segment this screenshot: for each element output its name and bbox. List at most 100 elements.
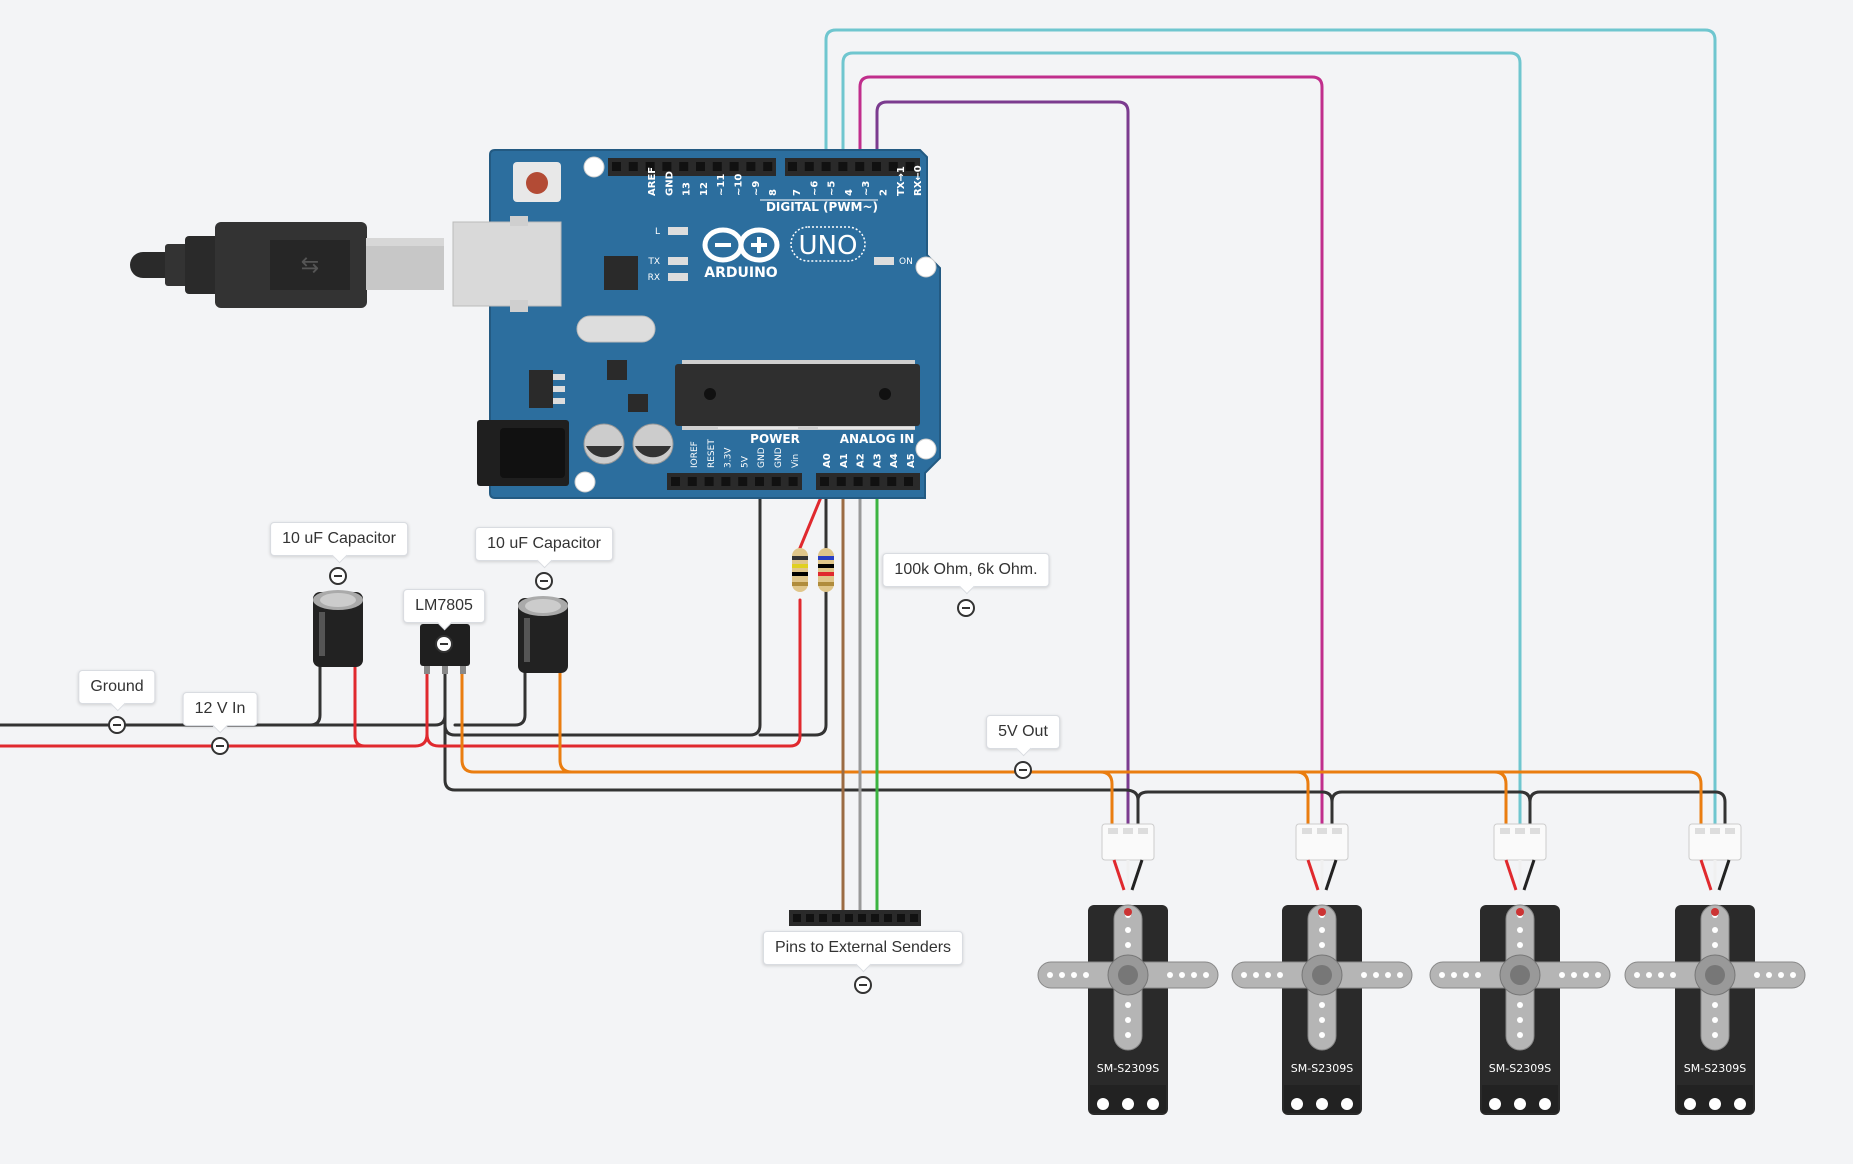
digital-pin-label: ~6 — [809, 181, 820, 196]
digital-pin-label: 12 — [699, 182, 710, 196]
capacitor-2[interactable] — [518, 596, 568, 673]
analog-pin-label: A0 — [822, 453, 833, 468]
note-ground[interactable]: Ground — [78, 670, 156, 704]
atmega-chip — [675, 364, 920, 426]
arduino-logo-icon — [702, 227, 780, 263]
wire-5v-cap2[interactable] — [558, 663, 574, 774]
wire-5v-servo4[interactable] — [1492, 770, 1703, 827]
servo-motor[interactable]: SM-S2309S — [1429, 823, 1611, 1115]
note-resistors[interactable]: 100k Ohm, 6k Ohm. — [882, 553, 1050, 587]
note-cap2[interactable]: 10 uF Capacitor — [475, 527, 613, 561]
ext-pin-hole — [897, 914, 905, 922]
ext-pin-hole — [858, 914, 866, 922]
digital-pin-label: 4 — [844, 189, 855, 196]
servo-motor[interactable]: SM-S2309S — [1231, 823, 1413, 1115]
wire-ground-servo3[interactable] — [1330, 790, 1532, 827]
wire-signal-servo1[interactable] — [875, 100, 1130, 827]
wire-12v-resistor[interactable] — [425, 598, 802, 748]
usb-cable[interactable]: ⇆ — [130, 222, 444, 308]
power-pin-label: 5V — [740, 455, 750, 468]
wire-5v-out[interactable] — [460, 668, 1114, 827]
wire-ground-cap2[interactable] — [453, 663, 527, 727]
servo-model-label: SM-S2309S — [1684, 1062, 1746, 1075]
digital-pin-label: GND — [664, 171, 675, 196]
wire-5v-servo2[interactable] — [1098, 770, 1310, 827]
servo-model-label: SM-S2309S — [1291, 1062, 1353, 1075]
note-ground-toggle[interactable] — [108, 716, 126, 734]
digital-pin-label: 13 — [682, 182, 693, 196]
wire-ground-in[interactable] — [0, 663, 322, 727]
header-holes — [612, 162, 915, 486]
servo-model-label: SM-S2309S — [1489, 1062, 1551, 1075]
onboard-capacitor — [632, 423, 674, 465]
note-12v-toggle[interactable] — [211, 737, 229, 755]
note-5v-toggle[interactable] — [1014, 761, 1032, 779]
analog-pin-label: A3 — [872, 453, 883, 468]
ext-pin-hole — [871, 914, 879, 922]
ext-pin-hole — [910, 914, 918, 922]
digital-header-right[interactable] — [785, 158, 920, 176]
digital-pin-label: ~3 — [861, 181, 872, 196]
external-pin-header[interactable] — [789, 910, 921, 926]
ext-pin-hole — [806, 914, 814, 922]
digital-pin-label: 8 — [768, 189, 779, 196]
note-regulator[interactable]: LM7805 — [403, 589, 485, 623]
note-cap1-toggle[interactable] — [329, 567, 347, 585]
ext-pin-hole — [832, 914, 840, 922]
note-pins-toggle[interactable] — [854, 976, 872, 994]
mounting-hole — [915, 438, 937, 460]
arduino-model: UNO — [799, 231, 858, 261]
power-pin-label: GND — [757, 447, 767, 468]
wire-5v-servo3[interactable] — [1294, 770, 1508, 827]
digital-pin-label: 2 — [879, 189, 890, 196]
digital-pin-label: RX←0 — [913, 165, 924, 196]
digital-pin-label: ~5 — [827, 181, 838, 196]
digital-pin-label: 7 — [792, 189, 803, 196]
mounting-hole — [574, 471, 596, 493]
note-resistors-toggle[interactable] — [957, 599, 975, 617]
wire-signal-servo4[interactable] — [824, 28, 1717, 827]
onboard-capacitor — [583, 423, 625, 465]
led-label-l: L — [655, 227, 660, 237]
wire-ground-servo2[interactable] — [1136, 790, 1334, 827]
wire-ground-reg[interactable] — [443, 483, 762, 737]
note-pins[interactable]: Pins to External Senders — [762, 931, 964, 965]
analog-pin-label: A5 — [906, 453, 917, 468]
note-12v[interactable]: 12 V In — [182, 692, 258, 726]
digital-pin-label: AREF — [647, 167, 658, 196]
wire-ground-a-side[interactable] — [758, 483, 828, 737]
wire-signal-servo2[interactable] — [858, 75, 1324, 827]
digital-pin-label: ~10 — [734, 174, 745, 196]
led-label-on: ON — [899, 257, 913, 267]
note-cap1[interactable]: 10 uF Capacitor — [270, 522, 408, 556]
power-pin-label: IOREF — [690, 441, 700, 468]
wire-ground-servo4[interactable] — [1528, 790, 1727, 827]
analog-pin-label: A1 — [839, 453, 850, 468]
power-pin-label: RESET — [707, 439, 717, 468]
ext-pin-hole — [845, 914, 853, 922]
note-cap2-toggle[interactable] — [535, 572, 553, 590]
servos: SM-S2309S SM-S2309S SM-S2309S SM-S2309S — [1037, 823, 1806, 1115]
crystal-oscillator — [576, 315, 656, 343]
chip-pins — [682, 360, 915, 430]
resistor-100k[interactable] — [792, 548, 808, 592]
wire-signal-servo3[interactable] — [841, 51, 1522, 827]
servo-motor[interactable]: SM-S2309S — [1624, 823, 1806, 1115]
digital-pin-label: ~11 — [716, 174, 727, 196]
note-regulator-toggle[interactable] — [435, 635, 453, 653]
capacitor-1[interactable] — [313, 590, 363, 667]
resistor-6k[interactable] — [818, 548, 834, 592]
note-5v[interactable]: 5V Out — [986, 715, 1060, 749]
wire-12v-cap1[interactable] — [353, 663, 417, 748]
power-header[interactable] — [667, 473, 802, 490]
power-pin-label: GND — [774, 447, 784, 468]
arduino-brand: ARDUINO — [704, 265, 778, 281]
mounting-hole — [583, 156, 605, 178]
servo-motor[interactable]: SM-S2309S — [1037, 823, 1219, 1115]
